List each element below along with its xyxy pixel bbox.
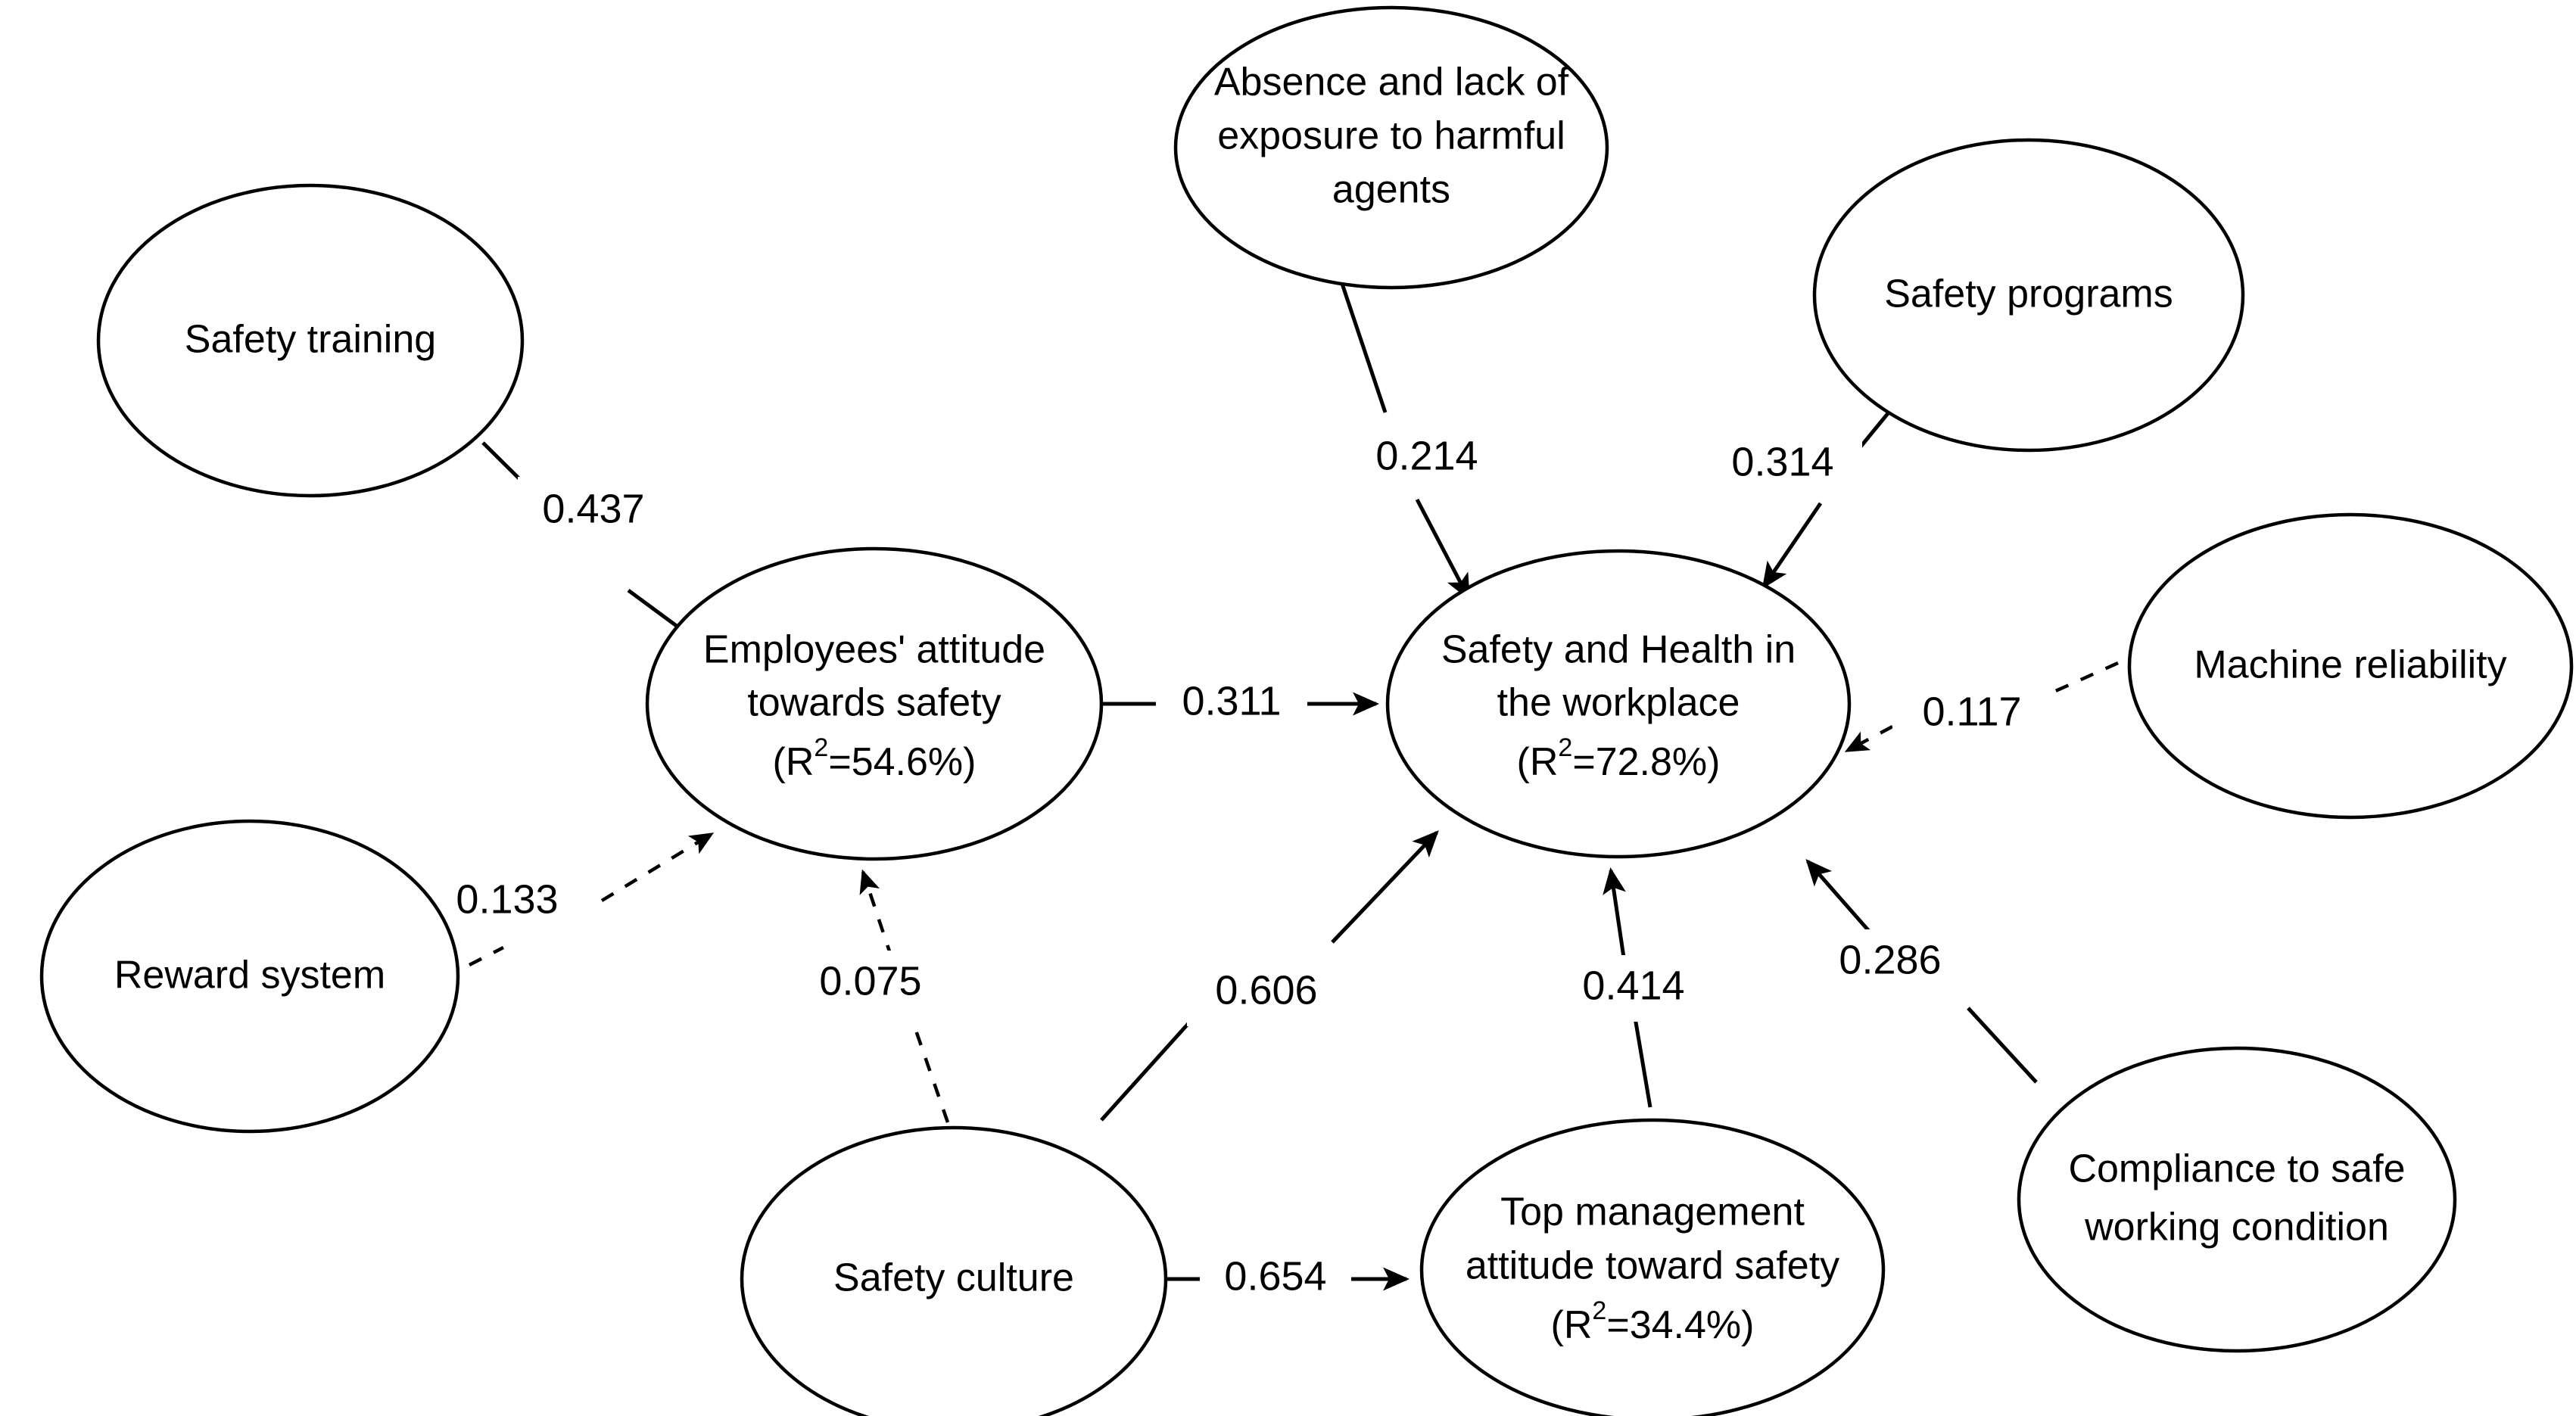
edge-label-0075: 0.075 <box>819 958 921 1004</box>
edge-label-0214: 0.214 <box>1375 433 1478 478</box>
edge-segment <box>1967 1007 2038 1084</box>
r2-suffix: =34.4%) <box>1606 1303 1754 1347</box>
edge-segment-arrow <box>1603 867 1626 958</box>
node-label-r-squared: (R2=72.8%) <box>1517 733 1721 784</box>
edge-employees-attitude-to-safety-health: 0.311 <box>1099 671 1380 737</box>
edge-label-0437: 0.437 <box>542 486 644 531</box>
node-label-r-squared: (R2=54.6%) <box>773 733 977 784</box>
node-ellipse[interactable] <box>645 546 1104 861</box>
edge-label-0117: 0.117 <box>1922 689 2021 734</box>
edge-top-management-to-safety-health: 0.414 <box>1554 867 1713 1108</box>
edge-segment <box>1336 272 1388 413</box>
r2-superscript: 2 <box>1592 1296 1606 1325</box>
edge-label-backdrop <box>1187 960 1346 1026</box>
edge-label-0311: 0.311 <box>1182 678 1281 724</box>
edge-label-backdrop <box>1347 425 1506 492</box>
node-label-line-1: Employees' attitude <box>703 628 1045 672</box>
edge-label-backdrop <box>518 477 669 545</box>
node-reward-system[interactable]: Reward system <box>39 819 460 1134</box>
node-ellipse[interactable] <box>39 819 460 1134</box>
r2-suffix: =72.8%) <box>1572 740 1720 784</box>
edge-machine-reliability-to-safety-health: 0.117 <box>1844 661 2119 752</box>
node-label-line-1: Safety and Health in <box>1441 628 1796 672</box>
edge-label-0133: 0.133 <box>456 876 558 922</box>
node-label-line-2: exposure to harmful <box>1217 114 1565 158</box>
node-top-management[interactable]: Top management attitude toward safety (R… <box>1419 1118 1886 1416</box>
node-ellipse[interactable] <box>1173 5 1609 290</box>
r2-prefix: (R <box>773 740 815 784</box>
node-ellipse[interactable] <box>1812 138 2245 453</box>
edge-segment-arrow <box>1805 858 1880 944</box>
edge-safety-programs-to-safety-health: 0.314 <box>1703 411 1890 590</box>
edge-segment-arrow <box>1415 498 1471 601</box>
node-safety-training[interactable]: Safety training <box>96 183 525 498</box>
node-label-line-1: Compliance to safe <box>2068 1147 2405 1191</box>
r2-superscript: 2 <box>814 733 828 762</box>
edge-absence-exposure-to-safety-health: 0.214 <box>1336 272 1506 601</box>
node-compliance[interactable]: Compliance to safe working condition <box>2017 1046 2457 1353</box>
edge-safety-culture-to-employees-attitude: 0.075 <box>791 869 950 1123</box>
r2-prefix: (R <box>1551 1303 1593 1347</box>
node-ellipse[interactable] <box>1419 1118 1886 1416</box>
node-safety-culture[interactable]: Safety culture <box>740 1125 1168 1416</box>
edge-label-backdrop <box>428 869 587 935</box>
edge-label-backdrop <box>1811 929 1970 996</box>
edge-label-0414: 0.414 <box>1582 963 1684 1008</box>
node-label-line-2: attitude toward safety <box>1466 1244 1839 1288</box>
edge-label-backdrop <box>1892 681 2051 748</box>
edge-segment-arrow <box>1331 830 1439 944</box>
node-ellipse[interactable] <box>2127 512 2574 820</box>
node-label-line-2: towards safety <box>747 681 1001 725</box>
edge-safety-culture-to-top-management: 0.654 <box>1166 1246 1410 1312</box>
node-ellipse[interactable] <box>1385 549 1852 859</box>
node-label-r-squared: (R2=34.4%) <box>1551 1296 1755 1347</box>
edge-label-backdrop <box>791 951 950 1017</box>
edge-compliance-to-safety-health: 0.286 <box>1805 858 2038 1084</box>
node-label-line-1: Absence and lack of <box>1214 61 1569 104</box>
node-ellipse[interactable] <box>96 183 525 498</box>
node-safety-health[interactable]: Safety and Health in the workplace (R2=7… <box>1385 549 1852 859</box>
node-label-line-2: working condition <box>2084 1206 2389 1250</box>
edge-safety-training-to-employees-attitude: 0.437 <box>481 441 724 661</box>
edge-segment-arrow <box>600 832 715 902</box>
edge-segment <box>468 945 505 967</box>
edge-segment-arrow <box>859 869 894 959</box>
edge-segment <box>1633 1017 1652 1108</box>
r2-prefix: (R <box>1517 740 1559 784</box>
edge-segment-arrow <box>1844 725 1894 752</box>
edge-label-backdrop <box>1200 1246 1351 1312</box>
edge-label-0606: 0.606 <box>1215 967 1317 1013</box>
node-label-line-1: Safety culture <box>833 1256 1074 1300</box>
node-employees-attitude[interactable]: Employees' attitude towards safety (R2=5… <box>645 546 1104 861</box>
node-ellipse[interactable] <box>2017 1046 2457 1353</box>
node-label-line-1: Safety training <box>185 318 436 362</box>
r2-superscript: 2 <box>1558 733 1572 762</box>
node-safety-programs[interactable]: Safety programs <box>1812 138 2245 453</box>
edge-label-0654: 0.654 <box>1224 1253 1326 1299</box>
node-ellipse[interactable] <box>740 1125 1168 1416</box>
edge-segment <box>2043 661 2119 699</box>
node-absence-exposure[interactable]: Absence and lack of exposure to harmful … <box>1173 5 1609 290</box>
node-label-line-1: Machine reliability <box>2194 643 2506 687</box>
edge-label-backdrop <box>1703 431 1862 498</box>
node-label-line-2: the workplace <box>1497 681 1740 725</box>
edge-label-0286: 0.286 <box>1839 937 1941 982</box>
edge-reward-system-to-employees-attitude: 0.133 <box>428 832 715 967</box>
edge-label-0314: 0.314 <box>1731 439 1833 484</box>
node-label-line-1: Safety programs <box>1884 272 2173 316</box>
edge-safety-culture-to-safety-health: 0.606 <box>1100 830 1439 1122</box>
node-label-line-3: agents <box>1332 168 1450 212</box>
edge-segment-arrow <box>1761 502 1823 590</box>
node-machine-reliability[interactable]: Machine reliability <box>2127 512 2574 820</box>
edge-segment <box>912 1025 950 1123</box>
r2-suffix: =54.6%) <box>828 740 976 784</box>
edge-label-backdrop <box>1156 671 1307 737</box>
edge-label-backdrop <box>1554 955 1713 1022</box>
node-label-line-1: Reward system <box>114 954 385 997</box>
node-label-line-1: Top management <box>1500 1190 1805 1234</box>
edge-segment <box>1100 1005 1205 1122</box>
